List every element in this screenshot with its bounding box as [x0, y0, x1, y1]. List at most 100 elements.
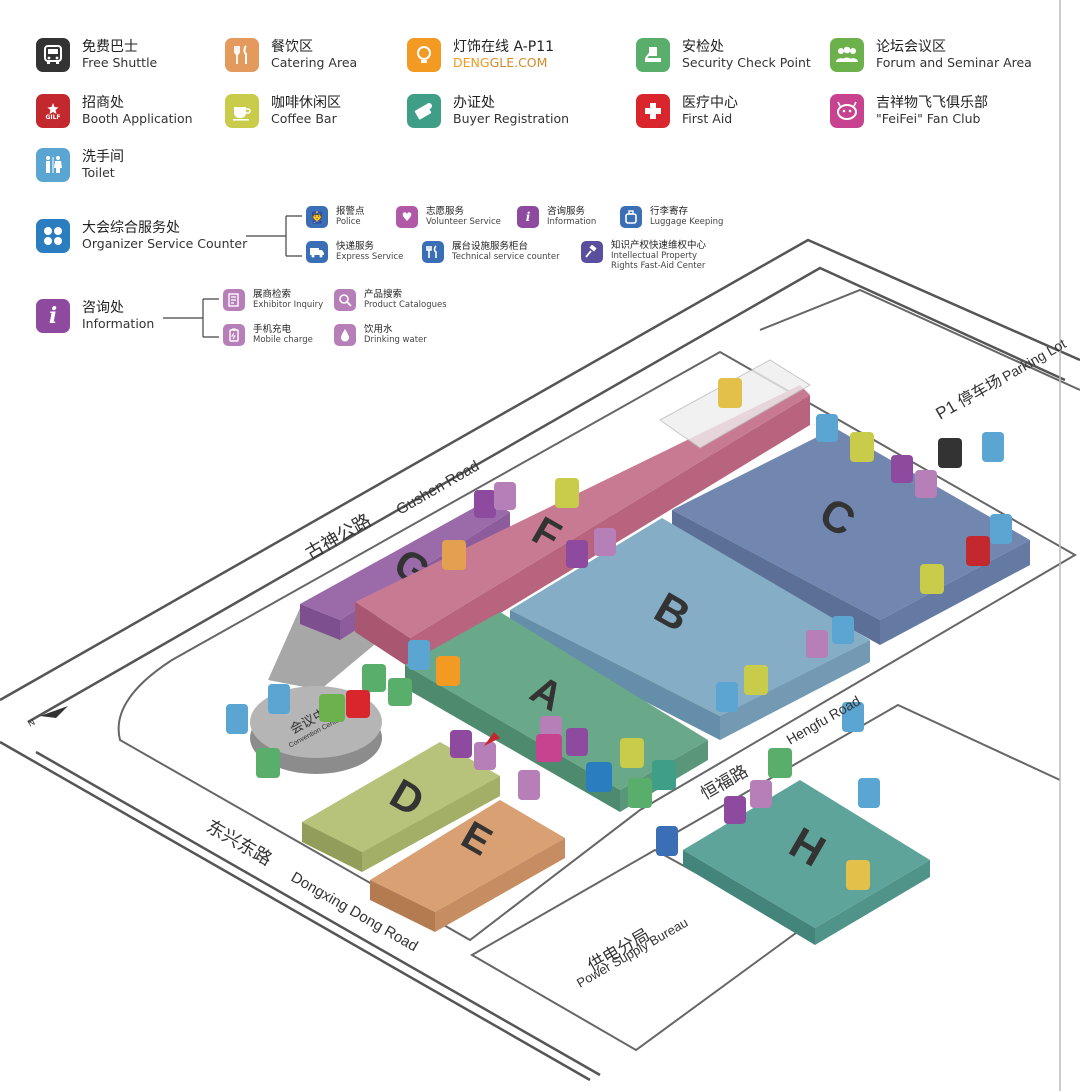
mascot-face-icon: [830, 94, 864, 128]
toilet-en: Toilet: [82, 165, 115, 180]
toilet-poi-icon: [982, 432, 1004, 462]
bus-poi-icon: [938, 438, 962, 468]
security-poi-icon: [768, 748, 792, 778]
first-aid-en: First Aid: [682, 111, 733, 126]
toilet-poi-icon: [226, 704, 248, 734]
water-poi-icon: [494, 482, 516, 510]
parking-lot-label: P1 停车场 Parking Lot: [933, 335, 1069, 423]
toilet-poi-icon: [858, 778, 880, 808]
catering-poi-icon: [846, 860, 870, 890]
hall-h: H: [683, 780, 930, 945]
list-search-icon: [223, 289, 245, 311]
catering-poi-icon: [718, 378, 742, 408]
information-en: Information: [82, 316, 155, 331]
gilf-poi-icon: [966, 536, 990, 566]
forum-en: Forum and Seminar Area: [876, 55, 1032, 70]
north-label: N: [26, 717, 37, 729]
coffee-poi-icon: [620, 738, 644, 768]
fan-club-zh: 吉祥物飞飞俱乐部: [876, 95, 988, 111]
legend-fan-club: 吉祥物飞飞俱乐部"FeiFei" Fan Club: [830, 94, 988, 128]
parking-zh: 停车场: [955, 371, 1006, 411]
security-poi-icon: [388, 678, 412, 706]
coffee-poi-icon: [555, 478, 579, 508]
luggage-poi-icon: [656, 826, 678, 856]
water-drop-icon: [334, 324, 356, 346]
tools-icon: [422, 241, 444, 263]
catering-zh: 餐饮区: [271, 39, 313, 55]
water-poi-icon: [750, 780, 772, 808]
entrance-arrow-icon: [484, 732, 500, 746]
toilet-poi-icon: [990, 514, 1012, 544]
buyer-reg-en: Buyer Registration: [453, 111, 570, 126]
first-aid-cross-icon: [636, 94, 670, 128]
power-bureau-en: Power Supply Bureau: [574, 915, 690, 991]
info-poi-icon: [474, 490, 496, 518]
first-aid-zh: 医疗中心: [682, 95, 738, 111]
lightbulb-poi-icon: [436, 656, 460, 686]
map-poi-icons: [226, 378, 1012, 890]
security-poi-icon: [256, 748, 280, 778]
truck-icon: [306, 241, 328, 263]
heart-hands-icon: ♥: [396, 206, 418, 228]
security-zh: 安检处: [682, 39, 724, 55]
forum-zh: 论坛会议区: [876, 39, 946, 55]
info-poi-icon: [566, 540, 588, 568]
toilet-poi-icon: [816, 414, 838, 442]
water-poi-icon: [594, 528, 616, 556]
hall-e: E: [370, 800, 565, 932]
organizer-en: Organizer Service Counter: [82, 236, 248, 251]
water-poi-icon: [518, 770, 540, 800]
water-poi-icon: [806, 630, 828, 658]
security-poi-icon: [628, 778, 652, 808]
water-poi-icon: [915, 470, 937, 498]
gavel-icon: [581, 241, 603, 263]
fan-club-en: "FeiFei" Fan Club: [876, 111, 981, 126]
info-poi-icon: [450, 730, 472, 758]
toilet-poi-icon: [842, 702, 864, 732]
clover-poi-icon: [586, 762, 612, 792]
water-poi-icon: [474, 742, 496, 770]
toilet-poi-icon: [832, 616, 854, 644]
info-poi-icon: [891, 455, 913, 483]
people-group-icon: [830, 38, 864, 72]
hall-d: D: [302, 742, 500, 872]
police-icon: 👮: [306, 206, 328, 228]
dongxing-road-zh: 东兴东路: [203, 816, 275, 869]
buyer-reg-zh: 办证处: [453, 95, 495, 111]
coffee-cup-icon: [225, 94, 259, 128]
security-en: Security Check Point: [682, 55, 811, 70]
battery-icon: [223, 324, 245, 346]
road-outlines: [0, 238, 1080, 1082]
bus-icon: [36, 38, 70, 72]
free-shuttle-zh: 免费巴士: [82, 39, 138, 55]
coffee-poi-icon: [920, 564, 944, 594]
booth-app-zh: 招商处: [82, 95, 124, 111]
toilet-poi-icon: [716, 682, 738, 712]
id-card-icon: [407, 94, 441, 128]
north-arrow-icon: N: [26, 706, 68, 729]
free-shuttle-en: Free Shuttle: [82, 55, 158, 70]
toilet-icon: [36, 148, 70, 182]
gilf-logo-icon: GILF: [36, 94, 70, 128]
coffee-poi-icon: [850, 432, 874, 462]
magnifier-icon: [334, 289, 356, 311]
